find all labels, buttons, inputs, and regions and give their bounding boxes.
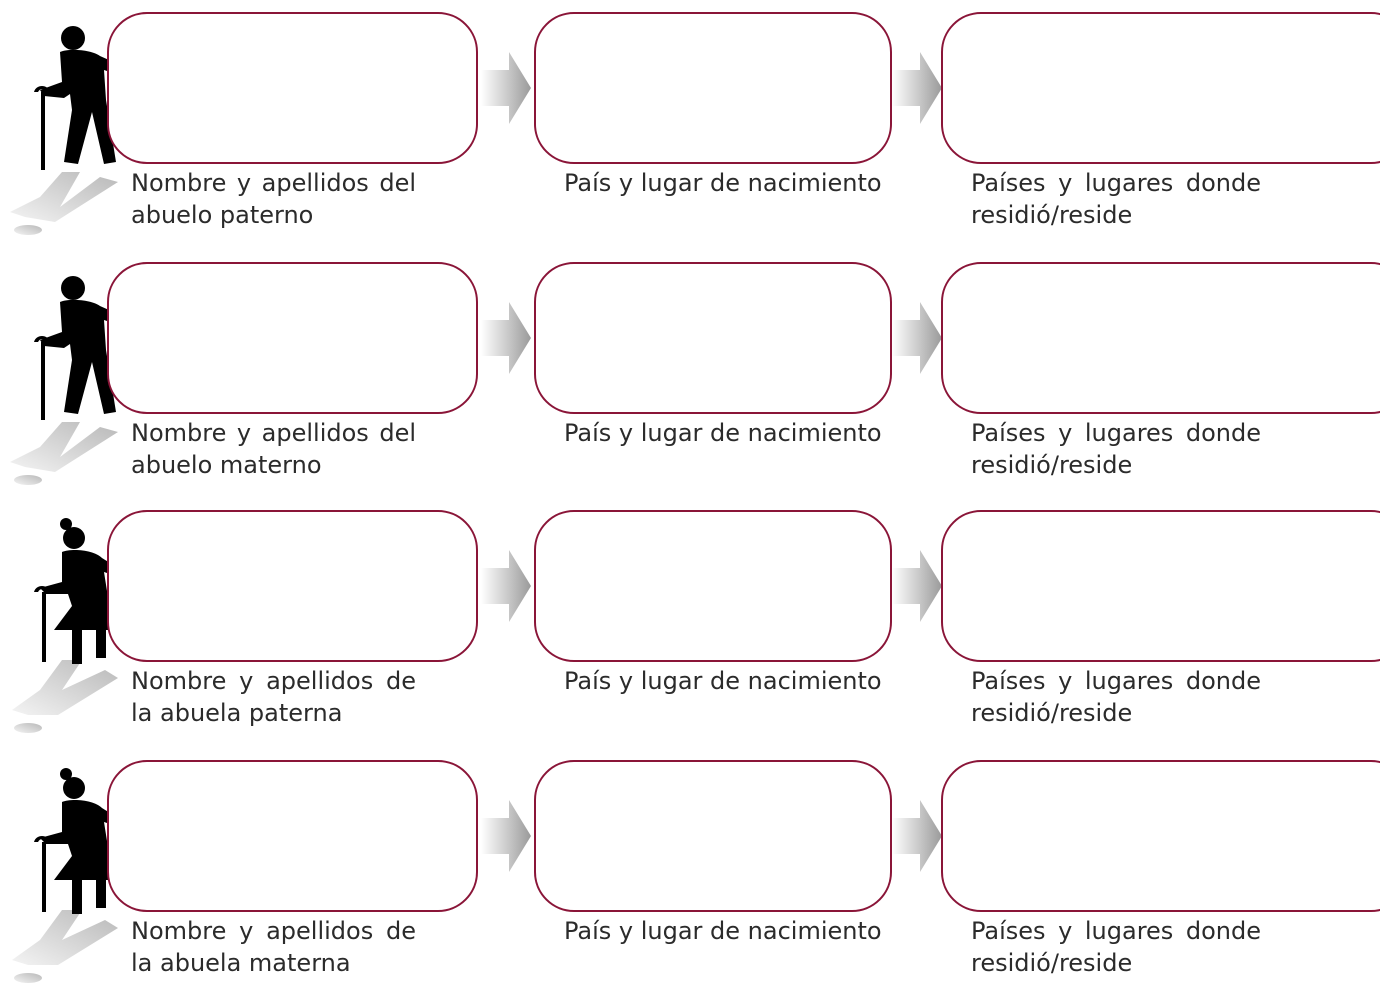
arrow-right-icon — [481, 302, 531, 374]
name-field-box[interactable] — [107, 510, 478, 662]
name-field-label: Nombre y apellidos del abuelo paterno — [131, 169, 416, 229]
residence-field-box[interactable] — [941, 12, 1380, 164]
residence-field-label: Países y lugares donde residió/reside — [971, 169, 1261, 229]
arrow-right-icon — [481, 52, 531, 124]
residence-field-box[interactable] — [941, 262, 1380, 414]
birthplace-field-box[interactable] — [534, 262, 892, 414]
residence-field-label: Países y lugares donde residió/reside — [971, 917, 1261, 977]
arrow-right-icon — [481, 550, 531, 622]
residence-field-box[interactable] — [941, 760, 1380, 912]
grandparent-row: Nombre y apellidos del abuelo paterno Paí… — [0, 12, 1380, 252]
arrow-right-icon — [481, 800, 531, 872]
arrow-right-icon — [892, 800, 942, 872]
grandparent-row: Nombre y apellidos de la abuela materna P… — [0, 760, 1380, 1000]
residence-field-label: Países y lugares donde residió/reside — [971, 419, 1261, 479]
arrow-right-icon — [892, 550, 942, 622]
birthplace-field-box[interactable] — [534, 510, 892, 662]
name-field-label: Nombre y apellidos de la abuela paterna — [131, 667, 416, 727]
arrow-right-icon — [892, 302, 942, 374]
birthplace-field-box[interactable] — [534, 760, 892, 912]
residence-field-box[interactable] — [941, 510, 1380, 662]
name-field-box[interactable] — [107, 760, 478, 912]
grandparent-row: Nombre y apellidos del abuelo materno Paí… — [0, 262, 1380, 502]
grandparent-row: Nombre y apellidos de la abuela paterna P… — [0, 510, 1380, 750]
birthplace-field-box[interactable] — [534, 12, 892, 164]
birthplace-field-label: País y lugar de nacimiento — [564, 667, 882, 695]
residence-field-label: Países y lugares donde residió/reside — [971, 667, 1261, 727]
name-field-box[interactable] — [107, 12, 478, 164]
birthplace-field-label: País y lugar de nacimiento — [564, 419, 882, 447]
birthplace-field-label: País y lugar de nacimiento — [564, 169, 882, 197]
birthplace-field-label: País y lugar de nacimiento — [564, 917, 882, 945]
name-field-label: Nombre y apellidos de la abuela materna — [131, 917, 416, 977]
name-field-box[interactable] — [107, 262, 478, 414]
arrow-right-icon — [892, 52, 942, 124]
name-field-label: Nombre y apellidos del abuelo materno — [131, 419, 416, 479]
